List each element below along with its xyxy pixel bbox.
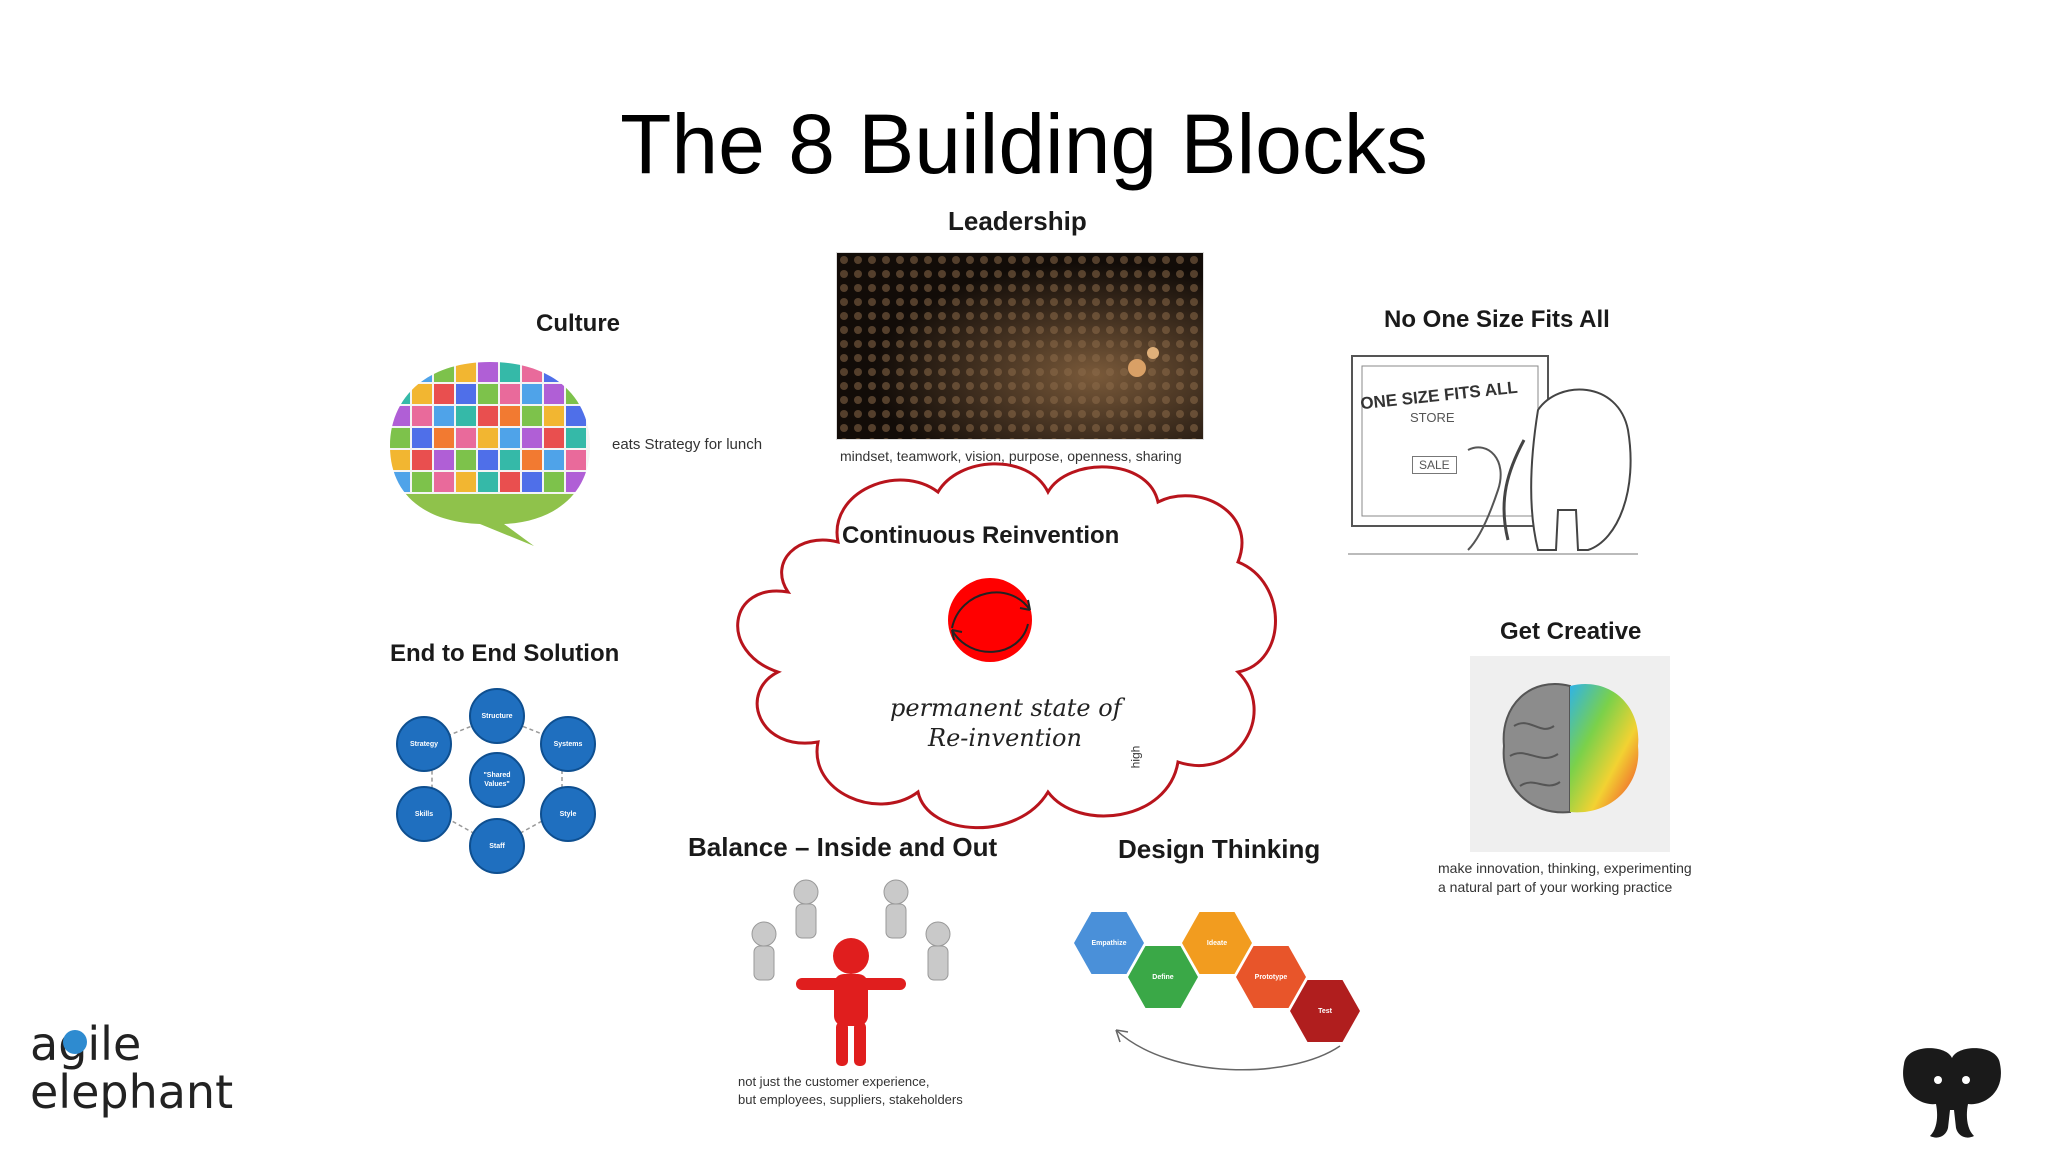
elephant-store-cartoon-image <box>1348 350 1638 564</box>
get-creative-caption-line1: make innovation, thinking, experimenting <box>1438 860 1692 876</box>
reinvention-cycle-icon <box>930 570 1050 670</box>
cartoon-elephant-icon <box>1348 355 1638 555</box>
logo-line2: elephant <box>30 1065 234 1119</box>
people-speech-bubble-icon <box>390 362 590 546</box>
design-thinking-diagram: Empathize Define Ideate Prototype Test <box>1070 880 1390 1090</box>
get-creative-label: Get Creative <box>1500 618 1642 645</box>
slide-title: The 8 Building Blocks <box>620 97 1428 191</box>
leadership-caption: mindset, teamwork, vision, purpose, open… <box>840 448 1182 464</box>
design-thinking-label: Design Thinking <box>1118 834 1321 864</box>
get-creative-caption-line2: a natural part of your working practice <box>1438 879 1673 895</box>
leadership-crowd-image <box>836 252 1204 440</box>
brain-icon <box>1470 656 1670 852</box>
balance-caption-line1: not just the customer experience, <box>738 1074 930 1089</box>
agile-elephant-logo: agile elephant <box>30 1020 260 1132</box>
crowd-illustration <box>837 253 1203 439</box>
culture-label: Culture <box>536 310 620 337</box>
node-strategy: Strategy <box>396 716 452 772</box>
reinvention-side-note: high <box>1128 745 1143 769</box>
store-sign-subtext: STORE <box>1410 410 1455 425</box>
people-circle-icon <box>751 879 951 1066</box>
culture-caption: eats Strategy for lunch <box>612 436 763 453</box>
store-sale-sign: SALE <box>1412 456 1457 474</box>
elephant-head-icon <box>1896 1044 2008 1144</box>
seven-s-diagram: Structure Systems Style Staff Skills Str… <box>392 686 602 876</box>
balance-label: Balance – Inside and Out <box>688 832 998 862</box>
no-one-size-label: No One Size Fits All <box>1384 306 1610 333</box>
logo-blue-dot-icon <box>63 1030 87 1054</box>
reinvention-note-line1: permanent state of <box>890 694 1122 722</box>
balance-caption-line2: but employees, suppliers, stakeholders <box>738 1092 963 1107</box>
continuous-reinvention-label: Continuous Reinvention <box>842 522 1120 549</box>
node-systems: Systems <box>540 716 596 772</box>
design-loop-arrow <box>1115 1029 1341 1071</box>
leadership-label: Leadership <box>948 206 1087 236</box>
creative-brain-image <box>1470 656 1670 852</box>
balance-figures-image <box>746 874 956 1070</box>
node-structure: Structure <box>469 688 525 744</box>
culture-people-cloud-image <box>384 354 596 550</box>
node-shared-values: "Shared Values" <box>469 752 525 808</box>
node-style: Style <box>540 786 596 842</box>
end-to-end-label: End to End Solution <box>390 640 620 667</box>
reinvention-note-line2: Re-invention <box>928 724 1082 752</box>
node-skills: Skills <box>396 786 452 842</box>
node-staff: Staff <box>469 818 525 874</box>
